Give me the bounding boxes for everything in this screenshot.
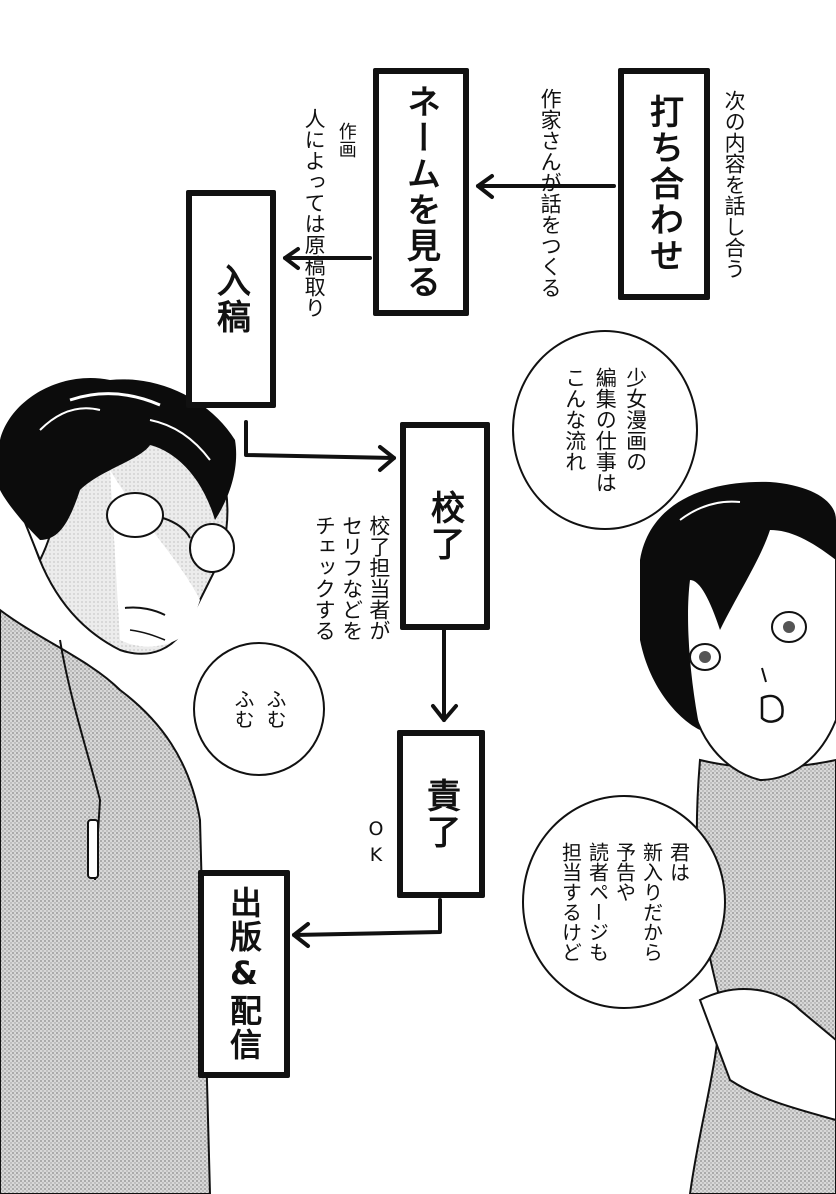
step-nyuukou-box: 入稿 bbox=[186, 190, 276, 408]
step-kouryou-note: 校了担当者が セリフなどを チェックする bbox=[312, 515, 391, 641]
step-uchiawase-note: 次の内容を話し合う bbox=[722, 90, 747, 279]
step-sekiryou-box: 責了 bbox=[397, 730, 485, 898]
step-name-note: 作家さんが話をつくる bbox=[538, 88, 563, 298]
man-character bbox=[0, 378, 237, 1194]
step-uchiawase-box: 打ち合わせ bbox=[618, 68, 710, 300]
step-nyuukou-label: 入稿 bbox=[210, 263, 251, 335]
step-publish-box: 出版&配信 bbox=[198, 870, 290, 1078]
speech-bubble-newcomer: 君は 新入りだから 予告や 読者ページも 担当するけど bbox=[522, 795, 726, 1009]
speech-bubble-newcomer-text: 君は 新入りだから 予告や 読者ページも 担当するけど bbox=[558, 842, 691, 962]
step-nyuukou-note-small: 作画 bbox=[335, 122, 357, 158]
step-sekiryou-label: 責了 bbox=[420, 778, 461, 850]
step-sekiryou-note: OK bbox=[365, 818, 387, 870]
step-name-label: ネームを見る bbox=[400, 84, 441, 300]
step-uchiawase-label: 打ち合わせ bbox=[643, 94, 684, 274]
step-kouryou-label: 校了 bbox=[424, 490, 465, 562]
speech-bubble-flow-text: 少女漫画の 編集の仕事は こんな流れ bbox=[562, 367, 648, 493]
speech-bubble-flow: 少女漫画の 編集の仕事は こんな流れ bbox=[512, 330, 698, 530]
speech-bubble-fumu-text: ふむ ふむ bbox=[231, 689, 287, 729]
step-name-box: ネームを見る bbox=[373, 68, 469, 316]
step-nyuukou-note: 人によっては原稿取り bbox=[302, 108, 327, 318]
step-publish-label: 出版&配信 bbox=[225, 886, 263, 1062]
step-kouryou-box: 校了 bbox=[400, 422, 490, 630]
speech-bubble-fumu: ふむ ふむ bbox=[193, 642, 325, 776]
